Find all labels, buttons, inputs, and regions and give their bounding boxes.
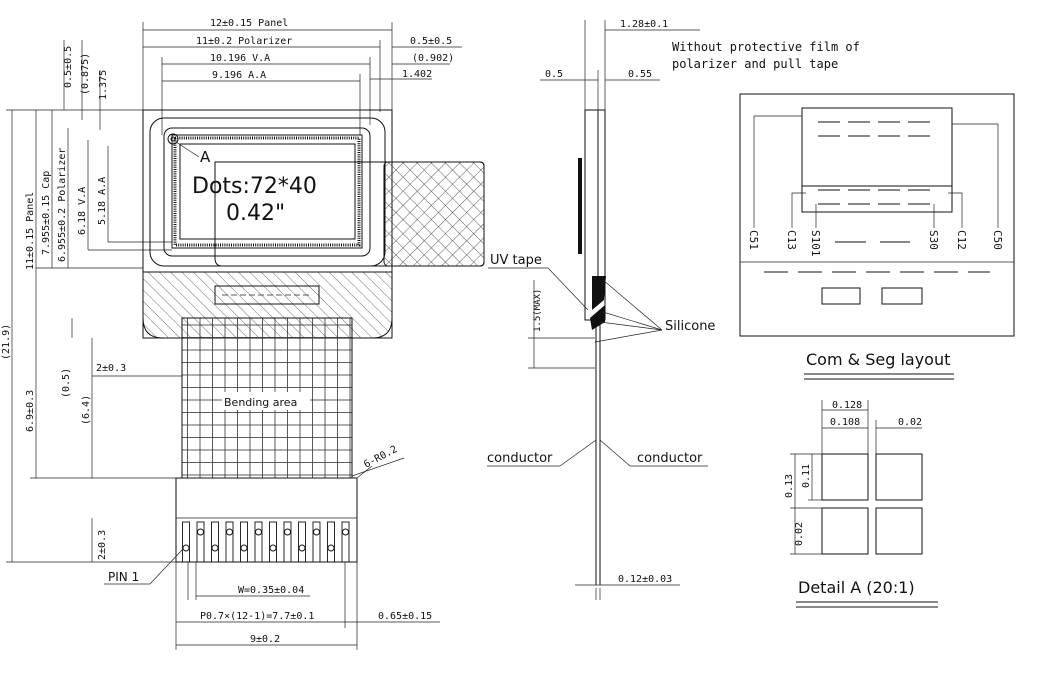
dim-9: 9±0.2 xyxy=(250,634,280,645)
dim-0-11: 0.11 xyxy=(801,464,812,488)
dim-cap-height: 7.955±0.15 Cap xyxy=(41,171,52,255)
dim-0-55: 0.55 xyxy=(628,69,652,80)
dim-va-width: 10.196 V.A xyxy=(210,53,270,64)
dim-panel-width: 12±0.15 Panel xyxy=(210,18,288,29)
dim-2-side: 2±0.3 xyxy=(96,363,126,374)
pin xyxy=(312,521,321,563)
pin-via xyxy=(342,528,349,536)
dim-panel-height: 11±0.15 Panel xyxy=(25,192,36,270)
pin xyxy=(327,521,335,563)
dots-text: Dots:72*40 xyxy=(192,174,317,199)
pin-via xyxy=(327,544,335,552)
dim-0-108: 0.108 xyxy=(830,417,860,428)
dim-0-5-side: 0.5 xyxy=(545,69,563,80)
pin xyxy=(182,521,190,563)
pins xyxy=(182,521,350,563)
dim-0-02-top: 0.02 xyxy=(898,417,922,428)
com-seg-title: Com & Seg layout xyxy=(806,350,950,369)
dim-0-12: 0.12±0.03 xyxy=(618,574,672,585)
dim-total: (21.9) xyxy=(1,324,12,360)
note-line-1: Without protective film of xyxy=(672,40,860,54)
note-line-2: polarizer and pull tape xyxy=(672,57,838,71)
pin-via xyxy=(269,544,277,552)
dim-aa-width: 9.196 A.A xyxy=(212,70,266,81)
uv-tape-label: UV tape xyxy=(490,253,542,268)
com-seg-label-c50: C50 xyxy=(991,230,1004,250)
conductor-right: conductor xyxy=(637,451,703,466)
dim-aa-height: 5.18 A.A xyxy=(97,177,108,225)
com-seg-label-s30: S30 xyxy=(927,230,940,250)
front-view: 12±0.15 Panel 11±0.2 Polarizer 10.196 V.… xyxy=(1,18,485,650)
detail-a-marker xyxy=(167,133,179,145)
pin-via xyxy=(197,528,204,536)
pin xyxy=(283,521,292,563)
dim-0-02-left: 0.02 xyxy=(794,522,805,546)
dim-0-13: 0.13 xyxy=(784,474,795,498)
size-text: 0.42" xyxy=(226,201,285,226)
pin xyxy=(341,521,350,563)
dim-0-5-top: 0.5±0.5 xyxy=(410,36,452,47)
dim-polarizer-height: 6.955±0.2 Polarizer xyxy=(57,148,68,262)
dim-1-5-max: 1.5(MAX) xyxy=(533,289,543,332)
dim-0-875: (0.875) xyxy=(80,53,91,95)
pin-via xyxy=(226,528,233,536)
pitch-dim: P0.7×(12-1)=7.7±0.1 xyxy=(200,611,314,622)
dim-0-5-paren: (0.5) xyxy=(61,368,72,398)
pin-via xyxy=(211,544,219,552)
dim-tail: 6.9±0.3 xyxy=(25,390,36,432)
dim-1-402: 1.402 xyxy=(402,69,432,80)
pin xyxy=(269,521,277,563)
com-seg-label-c12: C12 xyxy=(955,230,968,250)
detail-a: 0.128 0.108 0.02 0.13 0.11 0.02 Detail A… xyxy=(784,400,938,608)
com-seg-label-s101: S101 xyxy=(809,230,822,257)
dim-0-902: (0.902) xyxy=(412,53,454,64)
conductor-left: conductor xyxy=(487,451,553,466)
pin xyxy=(225,521,234,563)
dim-1-375: 1.375 xyxy=(98,70,109,100)
dim-polarizer-width: 11±0.2 Polarizer xyxy=(196,36,292,47)
dim-2-bottom: 2±0.3 xyxy=(97,530,108,560)
dim-0-65: 0.65±0.15 xyxy=(378,611,432,622)
corner-radius: 6-R0.2 xyxy=(362,444,399,471)
pin-via xyxy=(182,544,190,552)
pin-via xyxy=(284,528,291,536)
detail-a-title: Detail A (20:1) xyxy=(798,578,915,597)
com-seg-label-c51: C51 xyxy=(747,230,760,250)
pin1-label: PIN 1 xyxy=(108,570,139,584)
pin xyxy=(196,521,205,563)
bending-area-label: Bending area xyxy=(224,396,297,409)
dim-va-height: 6.18 V.A xyxy=(77,187,88,235)
side-view: 1.28±0.1 Without protective film of pola… xyxy=(487,19,860,600)
dim-1-28: 1.28±0.1 xyxy=(620,19,668,30)
dim-0-128: 0.128 xyxy=(832,400,862,411)
dim-0-5-left: 0.5±0.5 xyxy=(63,46,74,88)
pin-via xyxy=(313,528,320,536)
com-seg-label-c13: C13 xyxy=(785,230,798,250)
pin-via xyxy=(298,544,306,552)
pin xyxy=(254,521,263,563)
pin-width: W=0.35±0.04 xyxy=(238,585,304,596)
pin xyxy=(298,521,306,563)
pin-via xyxy=(255,528,262,536)
pin xyxy=(240,521,248,563)
pin xyxy=(211,521,219,563)
com-seg-layout: C51 C13 S101 S30 C12 C50 Com & Seg layout xyxy=(739,93,1015,380)
pin-via xyxy=(240,544,248,552)
dim-6-4: (6.4) xyxy=(81,395,92,425)
silicone-label: Silicone xyxy=(665,319,715,334)
label-a: A xyxy=(200,148,211,166)
